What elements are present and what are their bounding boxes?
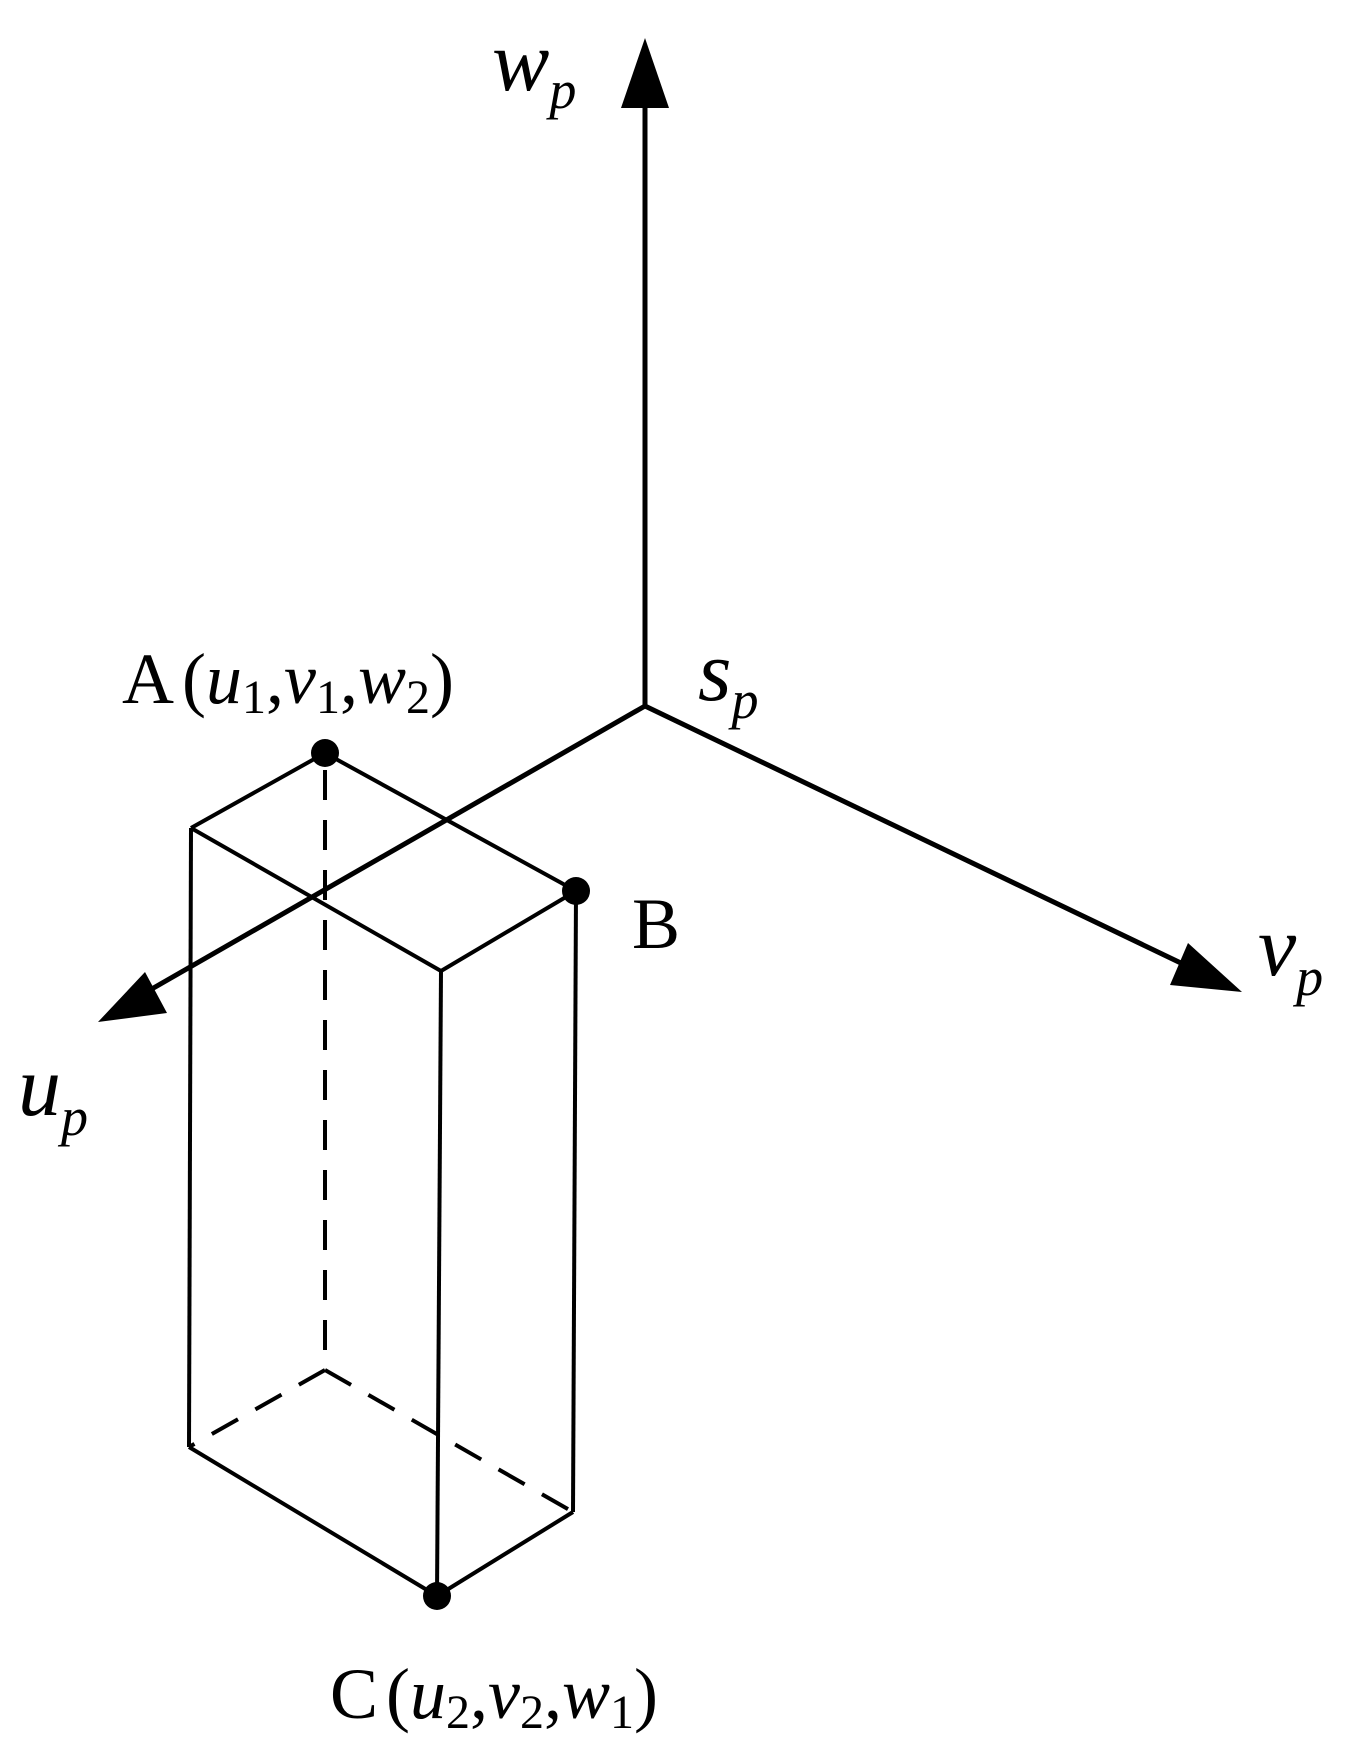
u-axis-label: up xyxy=(18,1038,88,1147)
bottom-edge-left-c xyxy=(187,1445,439,1598)
w-axis-label: wp xyxy=(492,13,576,120)
vertical-edge-right xyxy=(571,890,578,1513)
bottom-edge-c-right xyxy=(435,1510,575,1598)
origin-label: sp xyxy=(698,623,758,730)
top-edge-left-front xyxy=(190,826,442,973)
u-axis-arrowhead xyxy=(98,972,167,1022)
vertical-edge-left xyxy=(187,827,193,1448)
cuboid xyxy=(187,751,578,1598)
top-edge-front-b xyxy=(439,889,578,973)
top-edge-a-b xyxy=(324,751,577,893)
point-b-label: B xyxy=(632,884,680,964)
v-axis-label: vp xyxy=(1258,898,1323,1007)
point-c-label: C(u2,v2,w1) xyxy=(330,1654,658,1739)
vertical-edge-front xyxy=(435,970,443,1597)
w-axis-arrowhead xyxy=(621,38,669,108)
point-a-label: A(u1,v1,w2) xyxy=(122,639,454,724)
point-a-marker xyxy=(311,739,339,767)
axes xyxy=(98,38,1242,1022)
point-b-marker xyxy=(562,877,590,905)
u-axis-line xyxy=(148,703,647,993)
v-axis-line xyxy=(643,703,1187,968)
hidden-edge-bottom-back-left xyxy=(188,1368,326,1449)
top-edge-a-left xyxy=(190,751,326,830)
v-axis-arrowhead xyxy=(1170,943,1242,992)
point-c-marker xyxy=(423,1582,451,1610)
hidden-edge-bottom-back-right xyxy=(324,1368,574,1514)
